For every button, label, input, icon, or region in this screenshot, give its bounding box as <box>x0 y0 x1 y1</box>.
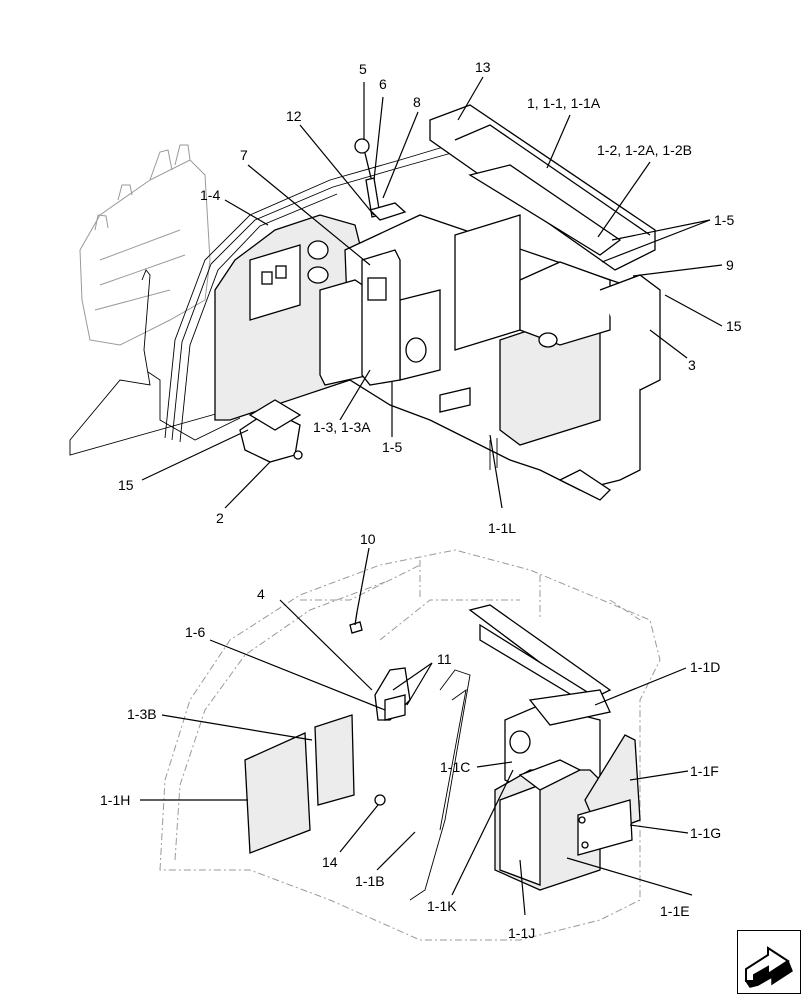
label-11: 11 <box>437 651 452 667</box>
label-15-left: 15 <box>118 477 134 493</box>
cover-1-1h <box>244 732 311 854</box>
label-1-1k: 1-1K <box>427 898 457 914</box>
label-1-1c: 1-1C <box>440 759 470 775</box>
label-1-3-1-3a: 1-3, 1-3A <box>313 419 371 435</box>
label-1-4: 1-4 <box>200 187 220 203</box>
lower-leader-lines <box>140 547 693 916</box>
label-1-6: 1-6 <box>185 624 205 640</box>
cover-1-3b <box>314 714 355 806</box>
callout-labels: 5 6 13 1, 1-1, 1-1A 12 8 7 1-2, 1-2A, 1-… <box>100 59 742 941</box>
label-1-3b: 1-3B <box>127 706 157 722</box>
label-1-1j: 1-1J <box>508 925 535 941</box>
label-3: 3 <box>688 357 696 373</box>
label-1-1g: 1-1G <box>690 825 721 841</box>
label-1-1e: 1-1E <box>660 903 690 919</box>
label-7: 7 <box>240 147 248 163</box>
control-valve-ghost <box>79 144 211 346</box>
main-frame <box>344 104 661 501</box>
upper-leader-lines <box>141 76 723 509</box>
label-1-1f: 1-1F <box>690 763 719 779</box>
label-5: 5 <box>359 61 367 77</box>
next-page-button[interactable] <box>737 930 801 994</box>
label-4: 4 <box>257 586 265 602</box>
cable <box>69 269 231 456</box>
label-9: 9 <box>726 257 734 273</box>
label-1-1l: 1-1L <box>488 520 516 536</box>
label-1-5-top: 1-5 <box>714 212 734 228</box>
frame-rail <box>468 604 612 701</box>
label-1-1b: 1-1B <box>355 873 385 889</box>
next-page-arrow-icon <box>744 946 793 988</box>
label-13: 13 <box>475 59 491 75</box>
label-8: 8 <box>413 94 421 110</box>
label-1-5-bottom: 1-5 <box>382 439 402 455</box>
label-15-right: 15 <box>726 318 742 334</box>
label-2: 2 <box>216 510 224 526</box>
label-10: 10 <box>360 531 376 547</box>
label-14: 14 <box>322 854 338 870</box>
lower-assembly <box>159 549 661 941</box>
label-1-2-group: 1-2, 1-2A, 1-2B <box>597 142 692 158</box>
label-6: 6 <box>379 76 387 92</box>
label-1-1-1a: 1, 1-1, 1-1A <box>527 95 601 111</box>
label-12: 12 <box>286 108 302 124</box>
upper-assembly <box>69 104 661 501</box>
label-1-1d: 1-1D <box>690 659 720 675</box>
label-1-1h: 1-1H <box>100 792 130 808</box>
